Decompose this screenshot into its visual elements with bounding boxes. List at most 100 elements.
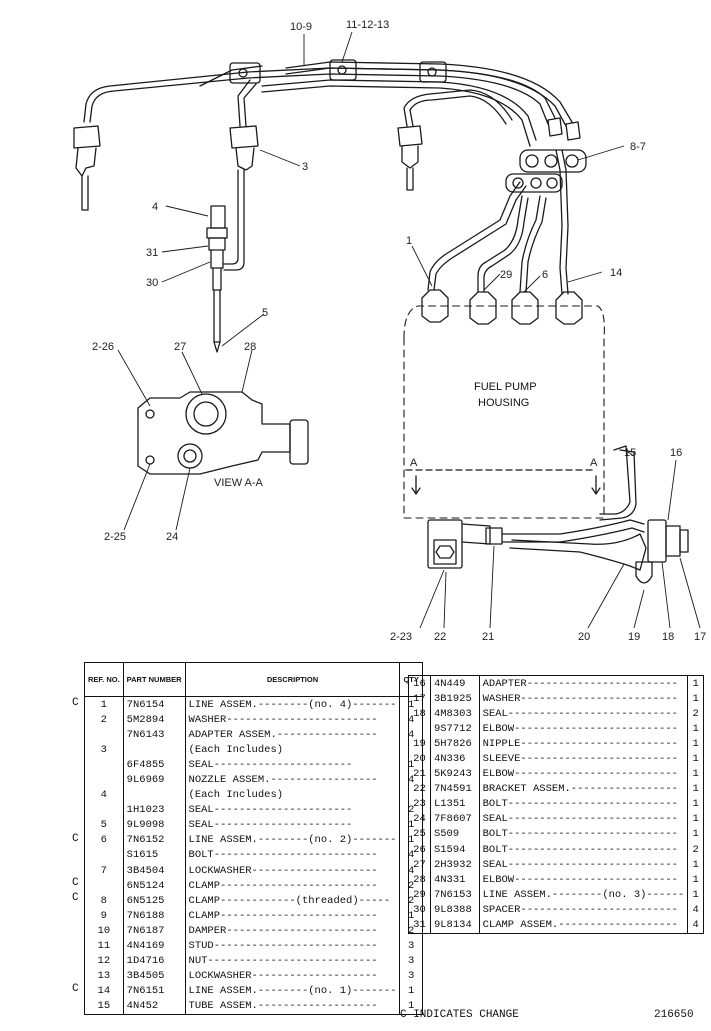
description: LINE ASSEM.--------(no. 1)-------	[185, 983, 401, 999]
ref-number: 24	[408, 811, 431, 827]
description: ADAPTER ASSEM.----------------	[185, 727, 401, 743]
part-number: 7N6154	[123, 696, 186, 713]
ref-number	[84, 772, 124, 788]
change-mark: C	[72, 833, 79, 845]
description: TUBE ASSEM.-------------------	[185, 998, 401, 1015]
change-mark: C	[72, 877, 79, 889]
description: SEAL----------------------	[185, 817, 401, 833]
description: BOLT---------------------------	[479, 826, 689, 843]
description: ELBOW--------------------------	[479, 872, 689, 888]
quantity: 4	[692, 903, 699, 916]
quantity: 1	[692, 692, 699, 705]
ref-number: 18	[408, 706, 431, 722]
part-number	[123, 787, 186, 803]
description: BOLT--------------------------	[185, 847, 401, 864]
quantity: 1	[692, 753, 699, 766]
callout-21: 21	[482, 631, 494, 643]
part-number: 7N6143	[123, 727, 186, 743]
description: SEAL----------------------	[185, 802, 401, 818]
description: CLAMP ASSEM.-------------------	[479, 917, 689, 934]
view-a-a-flange	[137, 391, 309, 475]
quantity: 1	[692, 858, 699, 871]
callout-14: 14	[610, 267, 622, 279]
callout-27: 27	[174, 341, 186, 353]
callout-3: 3	[302, 161, 308, 173]
ref-number: 20	[408, 751, 431, 767]
description: SEAL----------------------	[185, 757, 401, 773]
callout-19: 19	[628, 631, 640, 643]
table-row: 4 (Each Includes)	[84, 787, 423, 803]
ref-number	[84, 757, 124, 773]
callout-1: 1	[406, 235, 412, 247]
section-marker-a-left: A	[410, 457, 418, 469]
callout-5: 5	[262, 307, 268, 319]
table-row: 1H1023 SEAL----------------------2	[84, 802, 423, 818]
quantity: 1	[692, 798, 699, 811]
fuel-line-diagram: 10-9 11-12-13 3 4 31 30 5 2-26 27 28 2-2…	[73, 19, 706, 643]
part-number: 7F8607	[430, 811, 480, 827]
callout-20: 20	[578, 631, 590, 643]
ref-number	[84, 802, 124, 818]
callout-labels: 10-9 11-12-13 3 4 31 30 5 2-26 27 28 2-2…	[92, 19, 706, 643]
header-part-number: PART NUMBER	[123, 662, 186, 697]
part-number: 9L8388	[430, 902, 480, 918]
description: WASHER------------------------	[185, 712, 401, 728]
part-number: 3B4505	[123, 968, 186, 984]
description: SLEEVE-------------------------	[479, 751, 689, 767]
description: LINE ASSEM.--------(no. 4)-------	[185, 696, 401, 713]
part-number: 7N6152	[123, 832, 186, 848]
part-number: 6N5125	[123, 893, 186, 909]
ref-number: 5	[84, 817, 124, 833]
ref-number: 13	[84, 968, 124, 984]
nozzle-ends	[73, 117, 581, 211]
top-fuel-lines	[83, 61, 573, 147]
part-number: 3B1925	[430, 691, 480, 707]
part-number: 9S7712	[430, 721, 480, 737]
part-number: S509	[430, 826, 480, 843]
part-number: S1594	[430, 842, 480, 858]
section-marker-a-right: A	[590, 457, 598, 469]
description: DAMPER------------------------	[185, 923, 401, 939]
callout-24: 24	[166, 531, 178, 543]
ref-number: 9	[84, 908, 124, 924]
callout-17: 17	[694, 631, 706, 643]
description: SPACER-------------------------	[479, 902, 689, 918]
change-indicator-note: C INDICATES CHANGE	[400, 1009, 519, 1021]
ref-number: 29	[408, 887, 431, 903]
ref-number: 31	[408, 917, 431, 934]
ref-number	[84, 878, 124, 894]
description: ELBOW--------------------------	[479, 766, 689, 782]
ref-number: 21	[408, 766, 431, 782]
description: LINE ASSEM.--------(no. 3)------	[479, 887, 689, 903]
quantity: 1	[692, 873, 699, 886]
part-number: 1H1023	[123, 802, 186, 818]
ref-number	[408, 721, 431, 737]
description: (Each Includes)	[185, 742, 401, 758]
part-number: 9L8134	[430, 917, 480, 934]
description: CLAMP-------------------------	[185, 908, 401, 924]
part-number: 7N6151	[123, 983, 186, 999]
table-row: 6F4855 SEAL----------------------1	[84, 757, 423, 773]
ref-number: 3	[84, 742, 124, 758]
view-a-a-label: VIEW A-A	[214, 477, 264, 489]
quantity: 2	[692, 707, 699, 720]
callout-16: 16	[670, 447, 682, 459]
callout-6: 6	[542, 269, 548, 281]
ref-number	[84, 727, 124, 743]
